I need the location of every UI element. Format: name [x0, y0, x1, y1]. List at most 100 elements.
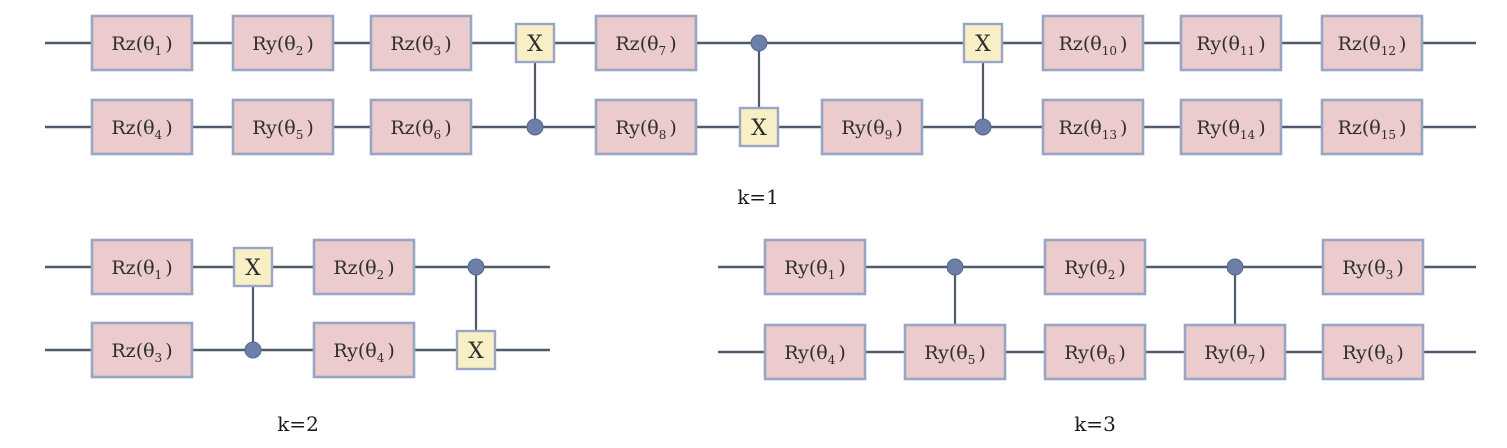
x-gate-label: X: [751, 116, 767, 141]
gates-layer: Rz(θ1) Ry(θ2) Rz(θ3) Rz(θ7) Rz(θ10) Ry(θ11) Rz…: [90, 14, 1425, 381]
gate-box: [1321, 238, 1425, 296]
gate-subscript: 3: [155, 351, 163, 365]
x-gate-label: X: [975, 32, 991, 57]
x-gate-box: [738, 106, 780, 148]
gate-subscript: 1: [828, 268, 836, 282]
gate-box: [820, 98, 924, 156]
x-gate-box: [455, 329, 497, 371]
gate-box: [231, 98, 335, 156]
gate-subscript: 7: [1248, 353, 1256, 367]
gate-subscript: 3: [1386, 268, 1394, 282]
gate-subscript: 2: [1108, 268, 1116, 282]
gate-box: [1179, 98, 1283, 156]
gate-box: [1043, 238, 1147, 296]
k1-gate-9: Ry(θ9): [820, 98, 924, 156]
gate-subscript: 2: [377, 268, 385, 282]
k1-control-dot-3: [974, 118, 992, 136]
k1-x-gate-2: X: [738, 106, 780, 148]
k1-gate-14: Ry(θ14): [1179, 98, 1283, 156]
k1-x-gate-1: X: [514, 22, 556, 64]
gate-box: [90, 98, 194, 156]
k2-gate-2: Rz(θ2): [312, 238, 416, 296]
gate-subscript: 13: [1102, 128, 1117, 142]
gate-subscript: 11: [1240, 44, 1255, 58]
gate-box: [1041, 14, 1145, 72]
k3-control-dot-1: [946, 258, 964, 276]
gate-subscript: 1: [155, 268, 163, 282]
gate-box: [312, 238, 416, 296]
k2-gate-3: Rz(θ3): [90, 321, 194, 379]
k2-label: k=2: [277, 412, 319, 436]
gate-box: [1320, 14, 1424, 72]
gate-subscript: 10: [1102, 44, 1117, 58]
k3-gate-5: Ry(θ5): [903, 323, 1007, 381]
gate-subscript: 12: [1381, 44, 1396, 58]
gate-box: [90, 321, 194, 379]
gate-subscript: 15: [1381, 128, 1396, 142]
k3-gate-6: Ry(θ6): [1043, 323, 1147, 381]
k1-gate-10: Rz(θ10): [1041, 14, 1145, 72]
gate-box: [903, 323, 1007, 381]
k1-gate-13: Rz(θ13): [1041, 98, 1145, 156]
gate-box: [90, 238, 194, 296]
k1-control-dot-1: [526, 118, 544, 136]
gate-subscript: 14: [1240, 128, 1256, 142]
x-gate-label: X: [245, 256, 261, 281]
gate-box: [763, 238, 867, 296]
gate-subscript: 5: [968, 353, 976, 367]
k1-gate-11: Ry(θ11): [1179, 14, 1283, 72]
k1-gate-1: Rz(θ1): [90, 14, 194, 72]
k3-control-dot-2: [1226, 258, 1244, 276]
gate-box: [1320, 98, 1424, 156]
k2-x-gate-2: X: [455, 329, 497, 371]
gate-box: [1179, 14, 1283, 72]
gate-box: [231, 14, 335, 72]
k3-gate-8: Ry(θ8): [1321, 323, 1425, 381]
gate-subscript: 1: [155, 44, 163, 58]
gate-box: [90, 14, 194, 72]
gate-subscript: 9: [885, 128, 893, 142]
gate-subscript: 6: [1108, 353, 1116, 367]
k1-gate-15: Rz(θ15): [1320, 98, 1424, 156]
gate-box: [763, 323, 867, 381]
k1-gate-2: Ry(θ2): [231, 14, 335, 72]
k2-x-gate-1: X: [232, 246, 274, 288]
x-gate-label: X: [527, 32, 543, 57]
gate-subscript: 2: [296, 44, 304, 58]
k2-control-dot-2: [467, 258, 485, 276]
k1-label: k=1: [737, 185, 779, 209]
gate-label: Rz(θ15): [1338, 117, 1407, 142]
gate-subscript: 8: [659, 128, 667, 142]
x-gate-box: [514, 22, 556, 64]
gate-subscript: 4: [155, 128, 163, 142]
k1-gate-3: Rz(θ3): [369, 14, 473, 72]
gate-subscript: 7: [659, 44, 667, 58]
k1-x-gate-3: X: [962, 22, 1004, 64]
gate-subscript: 6: [434, 128, 442, 142]
k1-control-dot-2: [750, 34, 768, 52]
k3-gate-2: Ry(θ2): [1043, 238, 1147, 296]
gate-subscript: 8: [1386, 353, 1394, 367]
x-gate-box: [962, 22, 1004, 64]
k1-gate-7: Rz(θ7): [594, 14, 698, 72]
gate-box: [369, 14, 473, 72]
k3-gate-1: Ry(θ1): [763, 238, 867, 296]
k1-gate-6: Rz(θ6): [369, 98, 473, 156]
k1-gate-4: Rz(θ4): [90, 98, 194, 156]
gate-box: [1043, 323, 1147, 381]
k2-control-dot-1: [244, 341, 262, 359]
k1-gate-8: Ry(θ8): [594, 98, 698, 156]
k3-label: k=3: [1074, 412, 1116, 436]
gate-subscript: 4: [377, 351, 385, 365]
gate-subscript: 5: [296, 128, 304, 142]
k2-gate-1: Rz(θ1): [90, 238, 194, 296]
gate-subscript: 3: [434, 44, 442, 58]
k3-gate-3: Ry(θ3): [1321, 238, 1425, 296]
k3-gate-7: Ry(θ7): [1183, 323, 1287, 381]
k2-gate-4: Ry(θ4): [312, 321, 416, 379]
x-gate-box: [232, 246, 274, 288]
k1-gate-12: Rz(θ12): [1320, 14, 1424, 72]
gate-box: [1183, 323, 1287, 381]
gate-subscript: 4: [828, 353, 836, 367]
